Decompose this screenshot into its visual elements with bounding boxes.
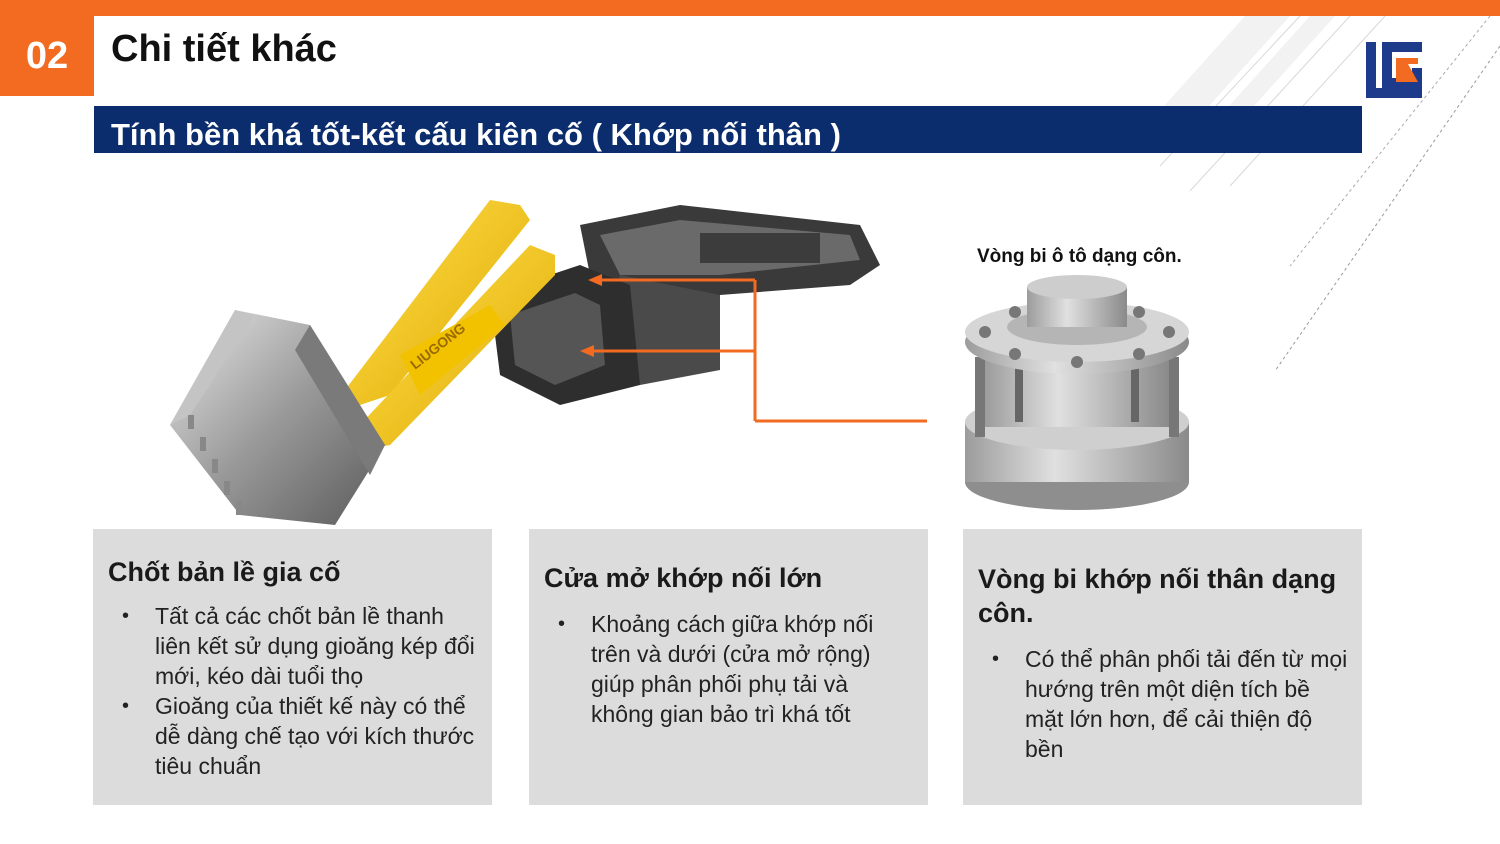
subtitle-bar: Tính bền khá tốt-kết cấu kiên cố ( Khớp … <box>94 106 1362 153</box>
panel-title: Vòng bi khớp nối thân dạng côn. <box>978 564 1337 628</box>
bullet-list: Tất cả các chốt bản lề thanh liên kết sử… <box>108 601 478 781</box>
liugong-logo-icon <box>1366 42 1422 98</box>
tapered-bearing-illustration-icon <box>965 275 1189 510</box>
list-item: Có thể phân phối tải đến từ mọi hướng tr… <box>978 644 1348 764</box>
decorative-diagonal-lines <box>1150 16 1500 372</box>
panel-title: Cửa mở khớp nối lớn <box>544 563 823 593</box>
list-item: Tất cả các chốt bản lề thanh liên kết sử… <box>108 601 478 691</box>
wheel-loader-illustration-icon: LIUGONG <box>170 200 927 525</box>
bullet-list: Khoảng cách giữa khớp nối trên và dưới (… <box>544 609 914 729</box>
bullet-list: Có thể phân phối tải đến từ mọi hướng tr… <box>978 644 1348 764</box>
bearing-caption: Vòng bi ô tô dạng côn. <box>977 246 1182 267</box>
panel-title: Chốt bản lề gia cố <box>108 557 341 587</box>
top-accent-bar <box>0 0 1500 16</box>
list-item: Gioăng của thiết kế này có thể dễ dàng c… <box>108 691 478 781</box>
page-title: Chi tiết khác <box>111 28 337 70</box>
info-panel-tapered-bearing: Vòng bi khớp nối thân dạng côn. Có thể p… <box>963 529 1362 805</box>
info-panel-reinforced-pin: Chốt bản lề gia cố Tất cả các chốt bản l… <box>93 529 492 805</box>
list-item: Khoảng cách giữa khớp nối trên và dưới (… <box>544 609 914 729</box>
info-panel-large-joint-opening: Cửa mở khớp nối lớn Khoảng cách giữa khớ… <box>529 529 928 805</box>
section-number-badge: 02 <box>0 16 94 96</box>
section-number: 02 <box>25 34 69 77</box>
